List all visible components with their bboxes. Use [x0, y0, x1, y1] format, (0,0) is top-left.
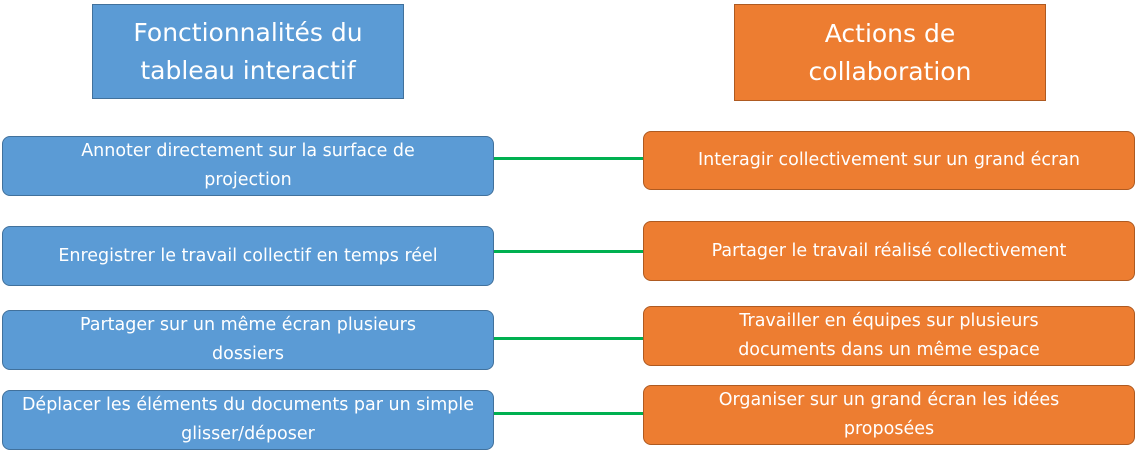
connector-line-4: [494, 412, 643, 415]
action-label-2: Partager le travail réalisé collectiveme…: [711, 240, 1067, 261]
action-label-4: Organiser sur un grand écran les idées p…: [718, 390, 1060, 439]
header-collaboration: Actions de collaboration: [734, 4, 1046, 101]
action-label-1: Interagir collectivement sur un grand éc…: [697, 150, 1081, 170]
feature-box-1: Annoter directement sur la surface de pr…: [2, 136, 494, 196]
connector-line-1: [494, 157, 643, 160]
feature-box-4: Déplacer les éléments du documents par u…: [2, 390, 494, 450]
header-features: Fonctionnalités du tableau interactif: [92, 4, 404, 99]
header-features-label: Fonctionnalités du tableau interactif: [133, 17, 363, 85]
feature-label-2: Enregistrer le travail collectif en temp…: [58, 245, 438, 266]
feature-box-3: Partager sur un même écran plusieurs dos…: [2, 310, 494, 370]
action-box-3: Travailler en équipes sur plusieurs docu…: [643, 306, 1135, 366]
action-box-1: Interagir collectivement sur un grand éc…: [643, 131, 1135, 190]
action-box-2: Partager le travail réalisé collectiveme…: [643, 221, 1135, 281]
action-box-4: Organiser sur un grand écran les idées p…: [643, 385, 1135, 445]
action-label-3: Travailler en équipes sur plusieurs docu…: [738, 311, 1040, 360]
feature-label-1: Annoter directement sur la surface de pr…: [81, 141, 415, 190]
connector-line-2: [494, 250, 643, 253]
feature-box-2: Enregistrer le travail collectif en temp…: [2, 226, 494, 286]
connector-line-3: [494, 337, 643, 340]
feature-label-4: Déplacer les éléments du documents par u…: [21, 395, 475, 444]
feature-label-3: Partager sur un même écran plusieurs dos…: [80, 315, 416, 364]
header-collaboration-label: Actions de collaboration: [808, 18, 972, 86]
